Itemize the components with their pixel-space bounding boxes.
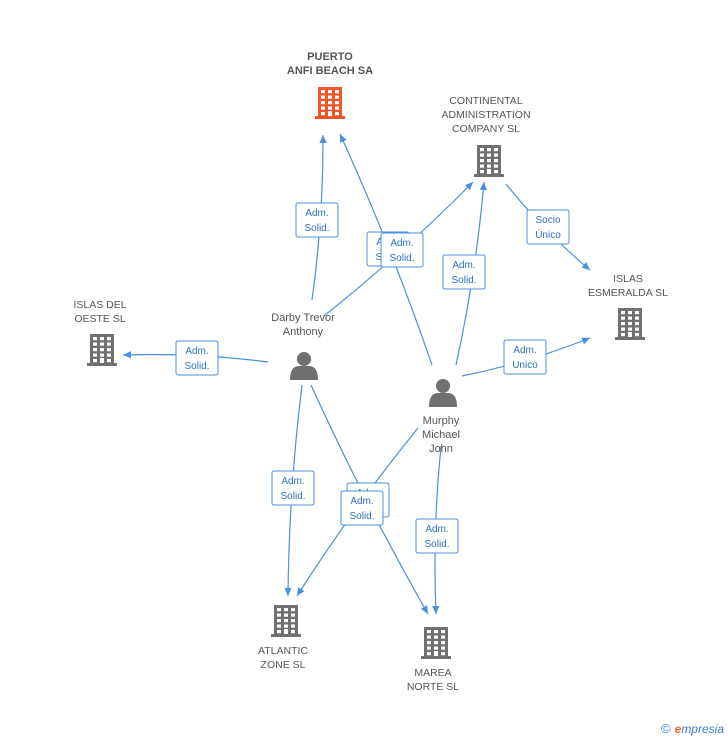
footer-brand[interactable]: © empresia xyxy=(661,721,724,736)
node-name-line: ESMERALDA SL xyxy=(588,287,668,299)
relation-label-darby-atlantic[interactable]: Adm. Solid. xyxy=(271,470,315,506)
brand-logo-rest: mpresia xyxy=(681,721,724,736)
company-continental-building-icon[interactable] xyxy=(474,145,504,177)
relation-arrowhead-murphy-continental xyxy=(479,182,487,191)
relation-label-line: Adm. xyxy=(513,345,536,356)
relation-arrowhead-murphy-marea xyxy=(432,605,440,614)
brand-logo-initial: e xyxy=(674,721,682,736)
node-name-line: OESTE SL xyxy=(74,313,126,325)
relation-label-line: Adm. xyxy=(390,238,413,249)
relation-label-line: Solid. xyxy=(304,223,329,234)
relation-label-box xyxy=(271,470,315,506)
relation-label-line: Solid. xyxy=(349,511,374,522)
relation-arrowhead-murphy-islas_esmeralda xyxy=(581,337,590,345)
node-name-line: John xyxy=(429,443,453,455)
company-islas-oeste-building-icon[interactable] xyxy=(87,334,117,366)
relation-label-murphy-puerto[interactable]: Adm. Solid. xyxy=(380,232,424,268)
brand-logo: empresia xyxy=(675,722,724,736)
relation-label-box xyxy=(340,490,384,526)
relation-label-box xyxy=(380,232,424,268)
relation-arrowhead-darby-continental xyxy=(464,182,473,191)
node-name-line: Darby Trevor xyxy=(271,312,335,324)
node-name-line: PUERTO xyxy=(307,51,353,63)
relation-label-line: Adm. xyxy=(452,260,475,271)
relation-label-box xyxy=(503,339,547,375)
company-puerto-building-icon[interactable] xyxy=(315,87,345,119)
node-name-line: NORTE SL xyxy=(407,681,459,693)
node-name-line: ANFI BEACH SA xyxy=(287,65,373,77)
company-name-islas-oeste: ISLAS DEL OESTE SL xyxy=(73,299,126,325)
person-murphy-person-icon[interactable] xyxy=(429,379,457,407)
relation-label-line: Unico xyxy=(512,360,538,371)
copyright-symbol: © xyxy=(661,721,671,736)
company-islas-esmeralda-building-icon[interactable] xyxy=(615,308,645,340)
relation-label-line: Adm. xyxy=(425,524,448,535)
node-name-line: ATLANTIC xyxy=(258,645,308,657)
relation-label-box xyxy=(175,340,219,376)
relation-label-line: Único xyxy=(535,228,561,241)
relation-arrowhead-murphy-puerto xyxy=(340,134,347,143)
relation-label-line: Solid. xyxy=(280,491,305,502)
relation-arrowhead-darby-puerto xyxy=(319,135,327,144)
relation-label-line: Adm. xyxy=(305,208,328,219)
node-name-line: Michael xyxy=(422,429,460,441)
company-marea-building-icon[interactable] xyxy=(421,627,451,659)
relation-label-line: Solid. xyxy=(451,275,476,286)
node-name-line: ADMINISTRATION xyxy=(441,109,530,121)
relation-label-box xyxy=(295,202,339,238)
relation-label-line: Solid. xyxy=(424,539,449,550)
relation-label-line: Adm. xyxy=(281,476,304,487)
company-name-islas-esmeralda: ISLAS ESMERALDA SL xyxy=(588,273,668,299)
relation-label-line: Solid. xyxy=(389,253,414,264)
node-name-line: COMPANY SL xyxy=(452,123,520,135)
company-name-continental: CONTINENTAL ADMINISTRATION COMPANY SL xyxy=(441,95,530,135)
node-name-line: ISLAS DEL xyxy=(73,299,126,311)
company-atlantic-building-icon[interactable] xyxy=(271,605,301,637)
relation-label-line: Adm. xyxy=(185,346,208,357)
relation-arrowhead-darby-islas_oeste xyxy=(123,351,132,359)
relation-label-box xyxy=(442,254,486,290)
relation-label-murphy-marea[interactable]: Adm. Solid. xyxy=(415,518,459,554)
node-name-line: ISLAS xyxy=(613,273,643,285)
relation-label-line: Solid. xyxy=(184,361,209,372)
relation-label-box xyxy=(415,518,459,554)
company-name-atlantic: ATLANTIC ZONE SL xyxy=(258,645,308,671)
node-name-line: Anthony xyxy=(283,326,324,338)
relation-label-darby-islas_oeste[interactable]: Adm. Solid. xyxy=(175,340,219,376)
relation-label-darby-puerto[interactable]: Adm. Solid. xyxy=(295,202,339,238)
relation-arrowhead-darby-marea xyxy=(420,605,428,614)
relation-label-line: Adm. xyxy=(350,496,373,507)
relation-label-murphy-atlantic[interactable]: Adm. Solid. xyxy=(340,490,384,526)
person-darby-person-icon[interactable] xyxy=(290,352,318,380)
company-name-marea: MAREA NORTE SL xyxy=(407,667,459,693)
node-name-line: CONTINENTAL xyxy=(449,95,522,107)
relation-label-box xyxy=(526,209,570,245)
company-name-puerto: PUERTO ANFI BEACH SA xyxy=(287,51,373,77)
node-name-line: Murphy xyxy=(423,415,460,427)
relation-arrowhead-darby-atlantic xyxy=(284,587,292,596)
relation-label-murphy-islas_esmeralda[interactable]: Adm. Unico xyxy=(503,339,547,375)
node-name-line: MAREA xyxy=(414,667,451,679)
relation-arrowhead-murphy-atlantic xyxy=(297,587,305,596)
relation-label-murphy-continental[interactable]: Adm. Solid. xyxy=(442,254,486,290)
relation-labels-layer: Adm. Solid. Adm. Solid. Adm. Solid. Adm. Solid.… xyxy=(175,202,570,554)
relation-label-line: Socio xyxy=(535,215,560,226)
node-name-line: ZONE SL xyxy=(261,659,306,671)
nodes-layer: PUERTO ANFI BEACH SA CONTINENTAL ADMINISTRA… xyxy=(73,51,668,693)
relation-arrowhead-continental-islas_esmeralda xyxy=(581,262,590,270)
